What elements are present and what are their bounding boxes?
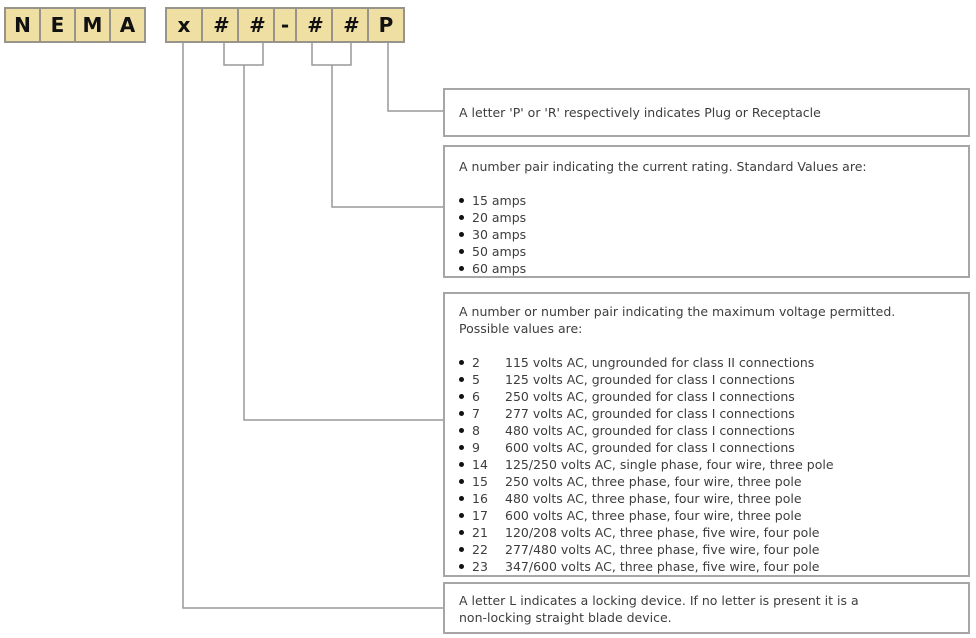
blank-line [459,337,964,354]
voltage-item: 2 115 volts AC, ungrounded for class II … [459,354,964,371]
locking-text-line2: non-locking straight blade device. [459,610,672,625]
voltage-code: 14 [472,457,488,472]
voltage-code: 7 [472,406,480,421]
voltage-item: 5 125 volts AC, grounded for class I con… [459,371,964,388]
voltage-item: 21 120/208 volts AC, three phase, five w… [459,524,964,541]
bullet-icon [459,445,464,450]
voltage-description: 277/480 volts AC, three phase, five wire… [505,542,820,557]
voltage-note: A number or number pair indicating the m… [443,292,970,577]
voltage-item: 9 600 volts AC, grounded for class I con… [459,439,964,456]
voltage-code: 16 [472,491,488,506]
voltage-title-line2: Possible values are: [459,321,583,336]
code-tile: - [273,7,297,43]
current-rating-value: 60 amps [472,261,527,276]
letter-tile: E [39,7,76,43]
voltage-item: 14 125/250 volts AC, single phase, four … [459,456,964,473]
voltage-code: 21 [472,525,488,540]
current-rating-value: 30 amps [472,227,527,242]
bullet-icon [459,232,464,237]
voltage-code: 22 [472,542,488,557]
connector-locking [182,43,443,609]
locking-text-line1: A letter L indicates a locking device. I… [459,593,859,608]
blank-line [459,175,964,192]
current-rating-value: 50 amps [472,244,527,259]
voltage-code: 15 [472,474,488,489]
bullet-icon [459,513,464,518]
code-tile: # [331,7,369,43]
bullet-icon [459,360,464,365]
voltage-item: 23 347/600 volts AC, three phase, five w… [459,558,964,575]
voltage-description: 480 volts AC, three phase, four wire, th… [505,491,802,506]
bullet-icon [459,530,464,535]
bullet-icon [459,215,464,220]
plug-receptacle-text: A letter 'P' or 'R' respectively indicat… [459,105,821,120]
voltage-code: 8 [472,423,480,438]
voltage-code: 6 [472,389,480,404]
voltage-title-line1: A number or number pair indicating the m… [459,304,896,319]
voltage-item: 22 277/480 volts AC, three phase, five w… [459,541,964,558]
code-tile-group: x##-##P [165,7,405,43]
current-rating-item: 20 amps [459,209,964,226]
current-rating-item: 50 amps [459,243,964,260]
connector-voltage [243,65,443,421]
voltage-code: 5 [472,372,480,387]
voltage-description: 600 volts AC, grounded for class I conne… [505,440,795,455]
connector-current [331,65,443,208]
voltage-description: 125/250 volts AC, single phase, four wir… [505,457,834,472]
voltage-description: 480 volts AC, grounded for class I conne… [505,423,795,438]
voltage-description: 250 volts AC, three phase, four wire, th… [505,474,802,489]
bullet-icon [459,249,464,254]
code-tile: # [237,7,275,43]
bracket-voltage [223,43,264,66]
current-rating-item: 60 amps [459,260,964,277]
bullet-icon [459,462,464,467]
bullet-icon [459,266,464,271]
connector-suffix [387,43,443,112]
bullet-icon [459,394,464,399]
voltage-item: 7 277 volts AC, grounded for class I con… [459,405,964,422]
voltage-description: 600 volts AC, three phase, four wire, th… [505,508,802,523]
voltage-item: 8 480 volts AC, grounded for class I con… [459,422,964,439]
current-rating-item: 30 amps [459,226,964,243]
voltage-item: 6 250 volts AC, grounded for class I con… [459,388,964,405]
current-rating-value: 15 amps [472,193,527,208]
voltage-code: 23 [472,559,488,574]
code-tile: # [295,7,333,43]
bullet-icon [459,479,464,484]
voltage-description: 120/208 volts AC, three phase, five wire… [505,525,820,540]
bracket-current [311,43,352,66]
current-rating-note: A number pair indicating the current rat… [443,145,970,278]
bullet-icon [459,564,464,569]
locking-note: A letter L indicates a locking device. I… [443,582,970,634]
code-tile: P [367,7,405,43]
letter-tile: A [109,7,146,43]
bullet-icon [459,411,464,416]
current-rating-title: A number pair indicating the current rat… [459,159,867,174]
voltage-code: 2 [472,355,480,370]
voltage-item: 17 600 volts AC, three phase, four wire,… [459,507,964,524]
bullet-icon [459,428,464,433]
current-rating-value: 20 amps [472,210,527,225]
voltage-item: 15 250 volts AC, three phase, four wire,… [459,473,964,490]
voltage-description: 347/600 volts AC, three phase, five wire… [505,559,820,574]
letter-tile: M [74,7,111,43]
voltage-description: 277 volts AC, grounded for class I conne… [505,406,795,421]
current-rating-item: 15 amps [459,192,964,209]
code-tile: # [201,7,239,43]
bullet-icon [459,496,464,501]
bullet-icon [459,547,464,552]
voltage-description: 115 volts AC, ungrounded for class II co… [505,355,815,370]
bullet-icon [459,377,464,382]
plug-receptacle-note: A letter 'P' or 'R' respectively indicat… [443,88,970,137]
voltage-code: 17 [472,508,488,523]
bullet-icon [459,198,464,203]
voltage-description: 125 volts AC, grounded for class I conne… [505,372,795,387]
voltage-code: 9 [472,440,480,455]
letter-tile: N [4,7,41,43]
voltage-description: 250 volts AC, grounded for class I conne… [505,389,795,404]
code-tile: x [165,7,203,43]
voltage-item: 16 480 volts AC, three phase, four wire,… [459,490,964,507]
